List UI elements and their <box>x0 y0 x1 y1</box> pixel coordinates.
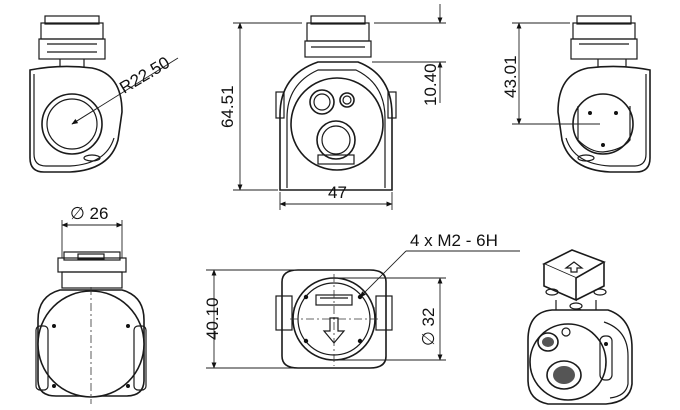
right-side-view: 43.01 <box>501 15 651 173</box>
front-view: 64.51 10.40 47 <box>218 4 446 210</box>
width-label: 47 <box>328 183 347 202</box>
bottom-view: 40.10 ∅ 32 4 x M2 - 6H <box>203 231 520 369</box>
screw-spec-label: 4 x M2 - 6H <box>410 231 498 250</box>
isometric-view <box>527 249 633 405</box>
top-offset-label: 10.40 <box>421 63 440 106</box>
left-side-view: R22.50 <box>29 15 179 173</box>
diameter-top-label: ∅ 26 <box>70 204 108 223</box>
axis-height-label: 43.01 <box>501 55 520 98</box>
diameter-mount-label: ∅ 32 <box>419 308 438 346</box>
height-base-label: 40.10 <box>203 297 222 340</box>
radius-label: R22.50 <box>116 53 173 98</box>
height-total-label: 64.51 <box>218 85 237 128</box>
rear-view: ∅ 26 <box>35 204 147 404</box>
